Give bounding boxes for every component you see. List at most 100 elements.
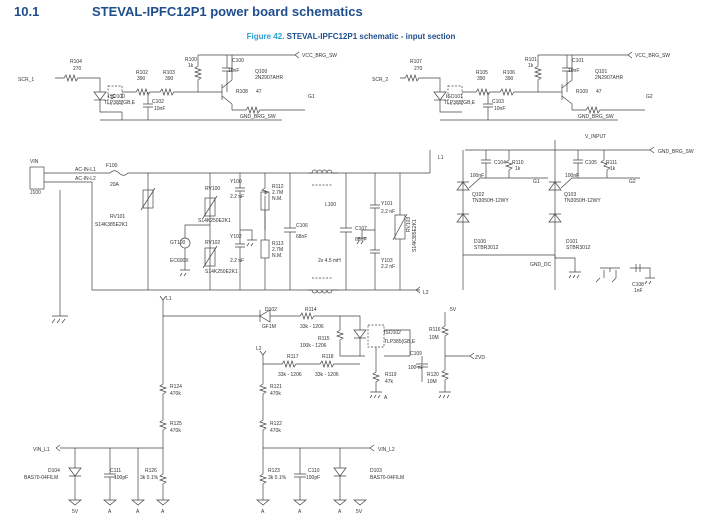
label-c105-value: 100nF (565, 173, 579, 179)
label-d101-ref: D101 (566, 239, 578, 245)
net-scr-1: SCR_1 (18, 77, 34, 83)
label-l100-ref: L100 (325, 202, 336, 208)
label-r113-note: N.M. (272, 253, 283, 259)
label-q100-ref: Q100 (255, 69, 267, 75)
label-r106-value: 390 (505, 76, 514, 82)
section-title: STEVAL-IPFC12P1 power board schematics (92, 4, 363, 19)
label-r100-value: 1k (188, 63, 194, 69)
label-gt100-ref: GT100 (170, 240, 186, 246)
label-r110-value: 1k (515, 166, 521, 172)
label-c102-ref: C102 (152, 99, 164, 105)
label-q101-ref: Q101 (595, 69, 607, 75)
label-c110-ref: C110 (308, 468, 320, 474)
label-r115-value: 100k - 1206 (300, 343, 327, 349)
net-vin-l2: VIN_L2 (378, 447, 395, 453)
label-r107-ref: R107 (410, 59, 422, 65)
label-rv103-value: S14K385E2K1 (412, 219, 418, 252)
label-y103-value: 2.2 nF (381, 264, 395, 270)
label-r114-value: 33k - 1206 (300, 324, 324, 330)
label-c102-value: 10nF (154, 106, 165, 112)
label-d104-ref: D104 (48, 468, 60, 474)
net-l1-a: L1 (438, 155, 444, 161)
label-r123-value: 3k 0.1% (268, 475, 287, 481)
net-vin: VIN (30, 159, 39, 165)
label-r109-value: 47 (596, 89, 602, 95)
section-number: 10.1 (14, 4, 40, 19)
label-r115-ref: R115 (318, 336, 330, 342)
label-r104-value: 270 (73, 66, 82, 72)
label-c100-ref: C100 (232, 58, 244, 64)
label-c103-ref: C103 (492, 99, 504, 105)
net-zvd: ZVD (475, 355, 485, 361)
driver-circuit-q100: R104 270 SCR_1 ISO100 TLP385(GB,E R102 3… (18, 51, 337, 121)
label-r117-ref: R117 (287, 354, 299, 360)
label-q102-value: TN3050H-12WY (472, 198, 509, 204)
net-l2-a: L2 (423, 290, 429, 296)
label-r113-ref: R113 (272, 241, 284, 247)
label-d100-value: STBR3012 (474, 245, 499, 251)
label-r111-ref: R111 (606, 160, 617, 166)
label-q103-ref: Q103 (564, 192, 576, 198)
label-r111-value: 1k (610, 166, 616, 172)
label-c106-ref: C106 (296, 223, 308, 229)
label-y100-ref: Y100 (230, 179, 242, 185)
net-gnd-dc: GND_DC (530, 262, 552, 268)
label-r105-value: 390 (477, 76, 486, 82)
label-rv102-ref: RV102 (205, 240, 220, 246)
label-rv100-value: S14K250E2K1 (198, 218, 231, 224)
label-r120-value: 10M (427, 379, 437, 385)
label-r112-value: 2.7M (272, 190, 283, 196)
net-l1-b: L1 (166, 296, 172, 302)
label-y102-ref: Y102 (230, 234, 242, 240)
label-r106-ref: R106 (503, 70, 515, 76)
label-d102-value: GF1M (262, 324, 276, 330)
net-ac-in-l1: AC-IN-L1 (75, 167, 96, 173)
label-d101-value: STBR3012 (566, 245, 591, 251)
net-g2-a: G2 (646, 94, 653, 100)
label-r102-value: 390 (137, 76, 146, 82)
label-r121-value: 470k (270, 391, 281, 397)
label-l100-value: 2x 4.5 mH (318, 258, 341, 264)
label-q103-value: TN3050H-12WY (564, 198, 601, 204)
label-c101-value: 10nF (568, 68, 579, 74)
label-c109-ref: C109 (410, 351, 422, 357)
label-rv102-value: S14K250E2K1 (205, 269, 238, 275)
label-r122-value: 470k (270, 428, 281, 434)
label-r113-value: 2.7M (272, 247, 283, 253)
label-iso102-ref: ISO102 (384, 330, 401, 336)
label-d100-ref: D100 (474, 239, 486, 245)
label-r124-ref: R124 (170, 384, 182, 390)
label-r125-value: 470k (170, 428, 181, 434)
label-d103-ref: D103 (370, 468, 382, 474)
input-filter-section: VIN J100 AC-IN-L1 AC-IN-L2 F100 20A RV10… (29, 150, 444, 324)
label-q100-value: 2N2907AHR (255, 75, 283, 81)
label-d104-value: BAS70-04FILM (24, 475, 58, 481)
label-y102-value: 2.2 nF (230, 258, 244, 264)
label-y101-value: 2.2 nF (381, 209, 395, 215)
label-c101-ref: C101 (572, 58, 584, 64)
label-r117-value: 33k - 1206 (278, 372, 302, 378)
label-j100-ref: J100 (30, 190, 41, 196)
figure-caption: Figure 42. STEVAL-IPFC12P1 schematic - i… (0, 32, 702, 41)
net-a-5: A (298, 509, 302, 515)
label-c110-value: 100pF (306, 475, 320, 481)
label-q101-value: 2N2907AHR (595, 75, 623, 81)
net-a-1: A (108, 509, 112, 515)
net-v-input: V_INPUT (585, 134, 606, 140)
label-r102-ref: R102 (136, 70, 148, 76)
label-r124-value: 470k (170, 391, 181, 397)
label-r118-ref: R118 (322, 354, 334, 360)
net-vcc-brg-sw-1: VCC_BRG_SW (302, 53, 337, 59)
net-5v-top: 5V (450, 307, 457, 313)
label-d103-value: BAS70-04FILM (370, 475, 404, 481)
label-c111-ref: C111 (110, 468, 121, 474)
label-d102-ref: D102 (265, 307, 277, 313)
label-r125-ref: R125 (170, 421, 182, 427)
label-rv101-ref: RV101 (110, 214, 125, 220)
driver-circuit-q101: R107 270 SCR_2 ISO101 TLP385(GB,E R105 3… (372, 51, 670, 121)
label-rv103-ref: RV103 (406, 217, 412, 232)
net-a-7: A (384, 395, 388, 401)
label-r105-ref: R105 (476, 70, 488, 76)
label-r126-value: 3k 0.1% (140, 475, 159, 481)
